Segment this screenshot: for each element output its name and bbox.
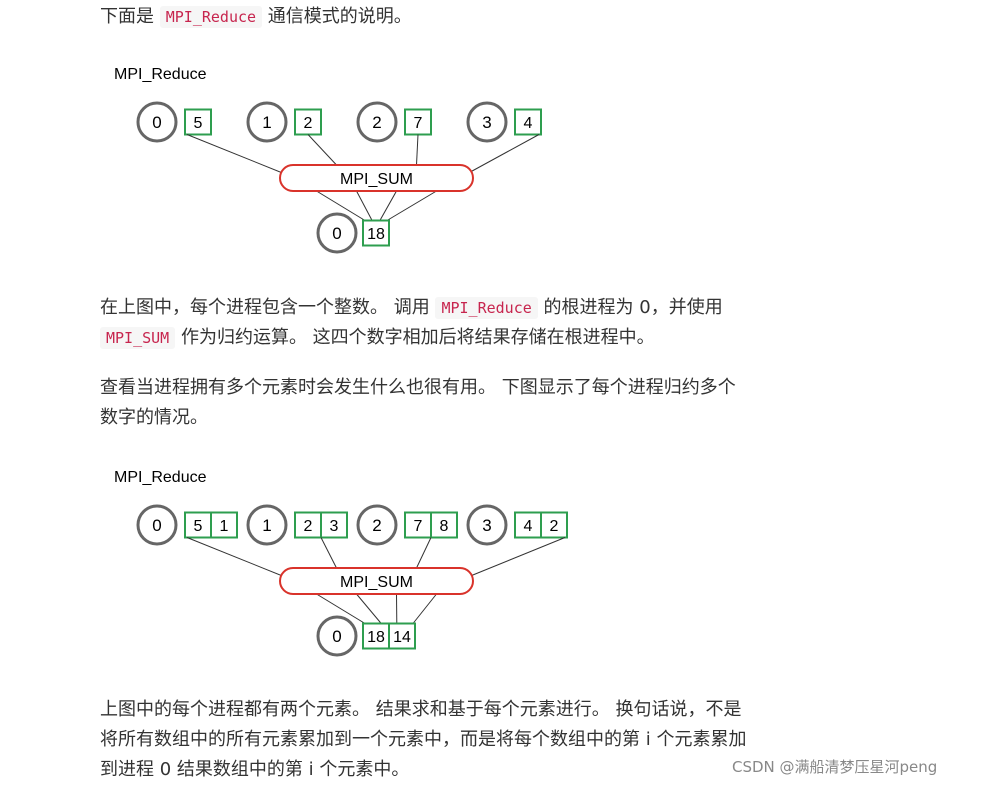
- diagram1-result-connector-2: [379, 190, 397, 221]
- diagram2-process-1-value-1: 3: [330, 518, 339, 535]
- diagram2-result-value-1: 14: [393, 629, 411, 646]
- diagram1-connector-0: [186, 134, 291, 177]
- diagram1-result-connector-0: [316, 190, 366, 221]
- para-explanation-2: 查看当进程拥有多个元素时会发生什么也很有用。 下图显示了每个进程归约多个 数字的…: [100, 373, 736, 433]
- diagram1-process-2-rank: 2: [372, 113, 381, 132]
- diagram1-result-connector-3: [386, 190, 437, 221]
- diagram2-process-0-value-box-0: [184, 511, 212, 539]
- diagram2-process-2-value-1: 8: [440, 518, 449, 535]
- diagram1-connector-2: [416, 134, 419, 166]
- para1-text-line2: 作为归约运算。 这四个数字相加后将结果存储在根进程中。: [180, 327, 655, 348]
- diagram1-process-3-circle: [466, 101, 508, 143]
- diagram2-connector-2: [416, 537, 432, 569]
- diagram2-process-3-value-1: 2: [550, 518, 559, 535]
- para2-line1: 查看当进程拥有多个元素时会发生什么也很有用。 下图显示了每个进程归约多个: [100, 377, 736, 398]
- diagram2-op-label: MPI_SUM: [340, 574, 413, 591]
- diagram1-result-rank: 0: [332, 224, 341, 243]
- csdn-watermark: CSDN @满船清梦压星河peng: [732, 758, 938, 776]
- diagram1-connector-1: [307, 134, 337, 166]
- diagram2-op-ellipse: [279, 567, 474, 595]
- diagram2-process-2-value-box-1: [430, 511, 458, 539]
- diagram2-process-3-circle: [466, 504, 508, 546]
- para3-line3: 到进程 0 结果数组中的第 i 个元素中。: [100, 759, 410, 780]
- diagram2-connector-0: [186, 537, 291, 580]
- diagram1-process-2-circle: [356, 101, 398, 143]
- intro-paragraph: 下面是 MPI_Reduce 通信模式的说明。: [100, 2, 412, 32]
- diagram2-result-connector-0: [316, 593, 366, 624]
- diagram2-process-2-circle: [356, 504, 398, 546]
- diagram2-process-2-value-box-0: [404, 511, 432, 539]
- diagram1-op-ellipse: [279, 164, 474, 192]
- diagram1-result-value-0: 18: [367, 226, 385, 243]
- diagram2-process-0-circle: [136, 504, 178, 546]
- diagram1-process-3-value-box-0: [514, 108, 542, 136]
- diagram1-process-3-rank: 3: [482, 113, 491, 132]
- diagram1-process-2-value-0: 7: [414, 115, 423, 132]
- diagram1-result-value-box-0: [362, 219, 390, 247]
- diagram2-process-1-circle: [246, 504, 288, 546]
- diagram2-result-value-0: 18: [367, 629, 385, 646]
- diagram1-process-0-value-0: 5: [194, 115, 203, 132]
- diagram1-result-circle: [316, 212, 358, 254]
- diagram2-process-3-rank: 3: [482, 516, 491, 535]
- intro-code-mpi-reduce: MPI_Reduce: [159, 6, 263, 28]
- intro-text-after: 通信模式的说明。: [267, 6, 412, 27]
- diagram2-process-1-rank: 1: [262, 516, 271, 535]
- diagram2-title: MPI_Reduce: [114, 469, 207, 486]
- diagram1-connector-3: [462, 134, 540, 177]
- para1-text-b: 的根进程为 0，并使用: [543, 297, 723, 318]
- para-explanation-1: 在上图中，每个进程包含一个整数。 调用 MPI_Reduce 的根进程为 0，并…: [100, 293, 723, 353]
- diagram2-result-connector-1: [356, 593, 382, 624]
- diagram2-process-3-value-box-1: [540, 511, 568, 539]
- diagram1-process-0-rank: 0: [152, 113, 161, 132]
- diagram1-process-1-circle: [246, 101, 288, 143]
- diagram1-title: MPI_Reduce: [114, 66, 207, 83]
- diagram2-connector-3: [462, 537, 566, 580]
- diagram2-process-1-value-0: 2: [304, 518, 313, 535]
- diagram2-process-0-value-box-1: [210, 511, 238, 539]
- diagram1-process-0-value-box-0: [184, 108, 212, 136]
- diagram2-result-value-box-0: [362, 622, 390, 650]
- diagram1-process-1-rank: 1: [262, 113, 271, 132]
- mpi-reduce-diagram-single: MPI_Reduce 0 5 1 2 2 7 3 4 MPI_SUM 0 18: [114, 66, 542, 254]
- diagram2-result-circle: [316, 615, 358, 657]
- diagram2-process-0-value-0: 5: [194, 518, 203, 535]
- diagram2-process-1-value-box-1: [320, 511, 348, 539]
- diagram1-process-3-value-0: 4: [524, 115, 533, 132]
- para-explanation-3: 上图中的每个进程都有两个元素。 结果求和基于每个元素进行。 换句话说，不是 将所…: [100, 695, 746, 785]
- diagram1-result-connector-1: [356, 190, 373, 221]
- para3-line1: 上图中的每个进程都有两个元素。 结果求和基于每个元素进行。 换句话说，不是: [100, 699, 742, 720]
- diagram2-result-value-box-1: [388, 622, 416, 650]
- diagram2-result-connector-3: [412, 593, 437, 624]
- diagram2-process-2-value-0: 7: [414, 518, 423, 535]
- diagram2-process-3-value-0: 4: [524, 518, 533, 535]
- intro-text-before: 下面是: [100, 6, 154, 27]
- diagram2-result-rank: 0: [332, 627, 341, 646]
- para1-code-mpi-sum: MPI_SUM: [100, 327, 176, 349]
- para2-line2: 数字的情况。: [100, 407, 208, 428]
- diagram2-process-2-rank: 2: [372, 516, 381, 535]
- para1-text-a: 在上图中，每个进程包含一个整数。 调用: [100, 297, 430, 318]
- diagram2-process-3-value-box-0: [514, 511, 542, 539]
- para3-line2: 将所有数组中的所有元素累加到一个元素中，而是将每个数组中的第 i 个元素累加: [100, 729, 747, 750]
- diagram1-process-1-value-box-0: [294, 108, 322, 136]
- para1-code-mpi-reduce: MPI_Reduce: [435, 297, 538, 319]
- diagram2-process-0-value-1: 1: [220, 518, 229, 535]
- diagram2-process-0-rank: 0: [152, 516, 161, 535]
- diagram2-connector-1: [320, 537, 337, 569]
- diagram1-process-1-value-0: 2: [304, 115, 313, 132]
- diagram1-process-0-circle: [136, 101, 178, 143]
- diagram1-op-label: MPI_SUM: [340, 171, 413, 188]
